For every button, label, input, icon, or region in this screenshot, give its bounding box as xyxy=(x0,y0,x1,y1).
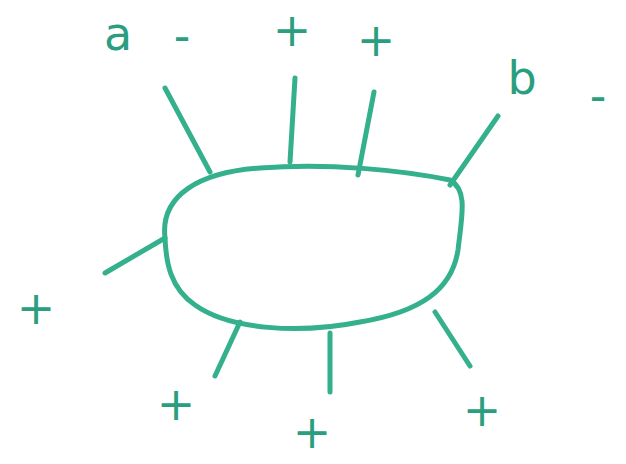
blob-outline xyxy=(165,166,463,328)
charge-sign: + xyxy=(463,387,502,433)
charge-sign: + xyxy=(357,17,396,63)
leg-line xyxy=(215,322,240,376)
charge-sign: + xyxy=(17,285,56,331)
charge-sign: - xyxy=(590,73,607,119)
charge-sign: + xyxy=(157,381,196,427)
leg-line xyxy=(105,238,165,273)
leg-line xyxy=(290,78,295,162)
leg-line xyxy=(435,312,470,366)
leg-label: b xyxy=(507,55,536,101)
leg-line xyxy=(165,88,210,172)
leg-line xyxy=(450,116,498,185)
charge-sign: + xyxy=(293,409,332,455)
leg-line xyxy=(358,92,374,175)
leg-label: a xyxy=(104,11,132,57)
charge-sign: + xyxy=(273,7,312,53)
leg-line xyxy=(328,333,333,392)
charge-sign: - xyxy=(174,13,191,59)
